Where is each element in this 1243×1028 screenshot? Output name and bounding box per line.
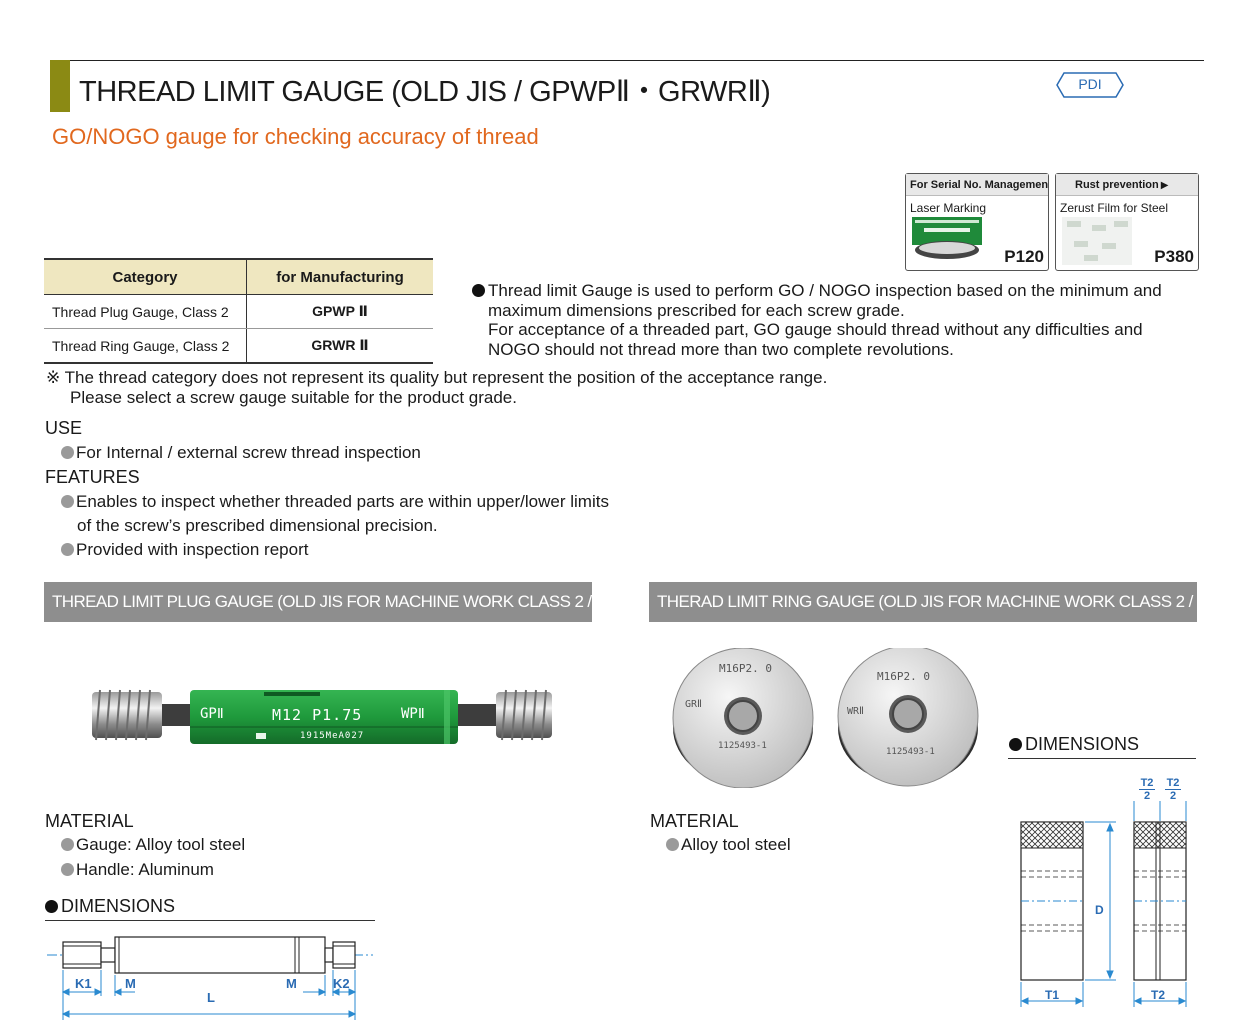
ring-go-label: GRⅡ <box>685 699 702 710</box>
bullet-icon <box>1009 738 1022 751</box>
table-cell-category: Thread Ring Gauge, Class 2 <box>44 328 247 364</box>
card-product-name: Laser Marking <box>910 201 987 215</box>
bullet-icon <box>472 284 485 297</box>
table-cell-category: Thread Plug Gauge, Class 2 <box>44 294 247 329</box>
thread-category-note: ※ The thread category does not represent… <box>46 368 827 408</box>
ring-dimension-drawing <box>1008 775 1198 1015</box>
laser-marking-thumbnail <box>912 217 982 267</box>
title-accent-bar <box>50 60 70 112</box>
dim-label-k1: K1 <box>75 976 92 991</box>
ring-gauge-section-bar: THERAD LIMIT RING GAUGE (OLD JIS FOR MAC… <box>649 582 1243 622</box>
bullet-icon <box>45 900 58 913</box>
dim-label-t2-half-right: T2 2 <box>1165 777 1181 802</box>
table-row: Thread Ring Gauge, Class 2 GRWR Ⅱ <box>44 328 433 364</box>
plug-label-nogo: WPⅡ <box>401 706 425 722</box>
use-heading: USE <box>45 418 83 438</box>
dim-label-m-left: M <box>125 976 136 991</box>
description-line: Thread limit Gauge is used to perform GO… <box>488 281 1162 300</box>
pdi-badge-label: PDI <box>1078 76 1102 92</box>
features-heading: FEATURES <box>45 467 140 487</box>
ring-nogo-serial: 1125493-1 <box>886 747 935 757</box>
card-page-ref: P120 <box>1004 247 1044 266</box>
use-item: For Internal / external screw thread ins… <box>61 443 421 463</box>
plug-dimensions-heading: DIMENSIONS <box>45 896 175 917</box>
table-cell-code: GPWP Ⅱ <box>246 294 433 329</box>
dim-label-t2: T2 <box>1151 988 1166 1002</box>
card-page-ref: P380 <box>1154 247 1194 266</box>
feature-item: Enables to inspect whether threaded part… <box>61 492 609 512</box>
table-row: Thread Plug Gauge, Class 2 GPWP Ⅱ <box>44 294 433 329</box>
ring-go-size: M16P2. 0 <box>719 662 772 675</box>
ring-gauge-image <box>668 645 988 793</box>
bullet-icon <box>61 863 74 876</box>
category-table: Category for Manufacturing Thread Plug G… <box>44 258 433 364</box>
description-line: maximum dimensions prescribed for each s… <box>488 300 905 320</box>
plug-material-heading: MATERIAL <box>45 811 134 831</box>
description-line: NOGO should not thread more than two com… <box>488 339 954 359</box>
description-line: For acceptance of a threaded part, GO ga… <box>488 320 1143 339</box>
dim-label-t1: T1 <box>1045 988 1060 1002</box>
card-heading: Rust prevention▶ <box>1056 174 1198 196</box>
note-line: ※ The thread category does not represent… <box>46 368 828 387</box>
feature-item: Provided with inspection report <box>61 540 308 560</box>
zerust-film-thumbnail <box>1062 217 1132 270</box>
bullet-icon <box>666 838 679 851</box>
plug-label-go: GPⅡ <box>200 706 224 722</box>
table-cell-code: GRWR Ⅱ <box>246 328 433 364</box>
play-arrow-icon: ▶ <box>1160 180 1169 191</box>
dim-label-l: L <box>207 990 215 1005</box>
rust-prevention-card[interactable]: Rust prevention▶ Zerust Film for Steel P… <box>1055 173 1199 271</box>
plug-material-item: Gauge: Alloy tool steel <box>61 835 245 855</box>
ring-dimensions-rule <box>1008 758 1196 759</box>
serial-management-card[interactable]: For Serial No. Management▶ Laser Marking… <box>905 173 1049 271</box>
plug-gauge-section-bar: THREAD LIMIT PLUG GAUGE (OLD JIS FOR MAC… <box>44 582 659 622</box>
top-rule <box>50 60 1204 61</box>
feature-item-continued: of the screw’s prescribed dimensional pr… <box>77 516 438 535</box>
plug-label-size: M12 P1.75 <box>272 706 363 724</box>
bullet-icon <box>61 838 74 851</box>
plug-gauge-image <box>88 680 558 765</box>
ring-material-heading: MATERIAL <box>650 811 739 831</box>
ring-go-serial: 1125493-1 <box>718 741 767 751</box>
ring-material-item: Alloy tool steel <box>666 835 791 855</box>
subtitle: GO/NOGO gauge for checking accuracy of t… <box>52 124 539 149</box>
note-line: Please select a screw gauge suitable for… <box>70 388 517 407</box>
ring-nogo-size: M16P2. 0 <box>877 670 930 683</box>
column-header-manufacturing: for Manufacturing <box>246 258 433 295</box>
ring-dimensions-heading: DIMENSIONS <box>1009 734 1139 755</box>
bullet-icon <box>61 543 74 556</box>
dim-label-t2-half-left: T2 2 <box>1139 777 1155 802</box>
card-product-name: Zerust Film for Steel <box>1060 201 1169 215</box>
page-title: THREAD LIMIT GAUGE (OLD JIS / GPWPⅡ・GRWR… <box>79 76 771 108</box>
dim-label-d: D <box>1095 903 1104 917</box>
card-heading: For Serial No. Management▶ <box>906 174 1048 196</box>
plug-dimensions-rule <box>45 920 375 921</box>
plug-material-item: Handle: Aluminum <box>61 860 214 880</box>
description: Thread limit Gauge is used to perform GO… <box>472 281 1212 359</box>
bullet-icon <box>61 446 74 459</box>
dim-label-m-right: M <box>286 976 297 991</box>
column-header-category: Category <box>44 258 247 295</box>
plug-serial: 1915MeA027 <box>300 731 365 741</box>
plug-dimension-drawing <box>45 928 375 1028</box>
pdi-badge-icon <box>1056 72 1124 98</box>
bullet-icon <box>61 495 74 508</box>
ring-nogo-label: WRⅡ <box>847 706 864 717</box>
table-header-row: Category for Manufacturing <box>44 258 433 295</box>
dim-label-k2: K2 <box>333 976 350 991</box>
